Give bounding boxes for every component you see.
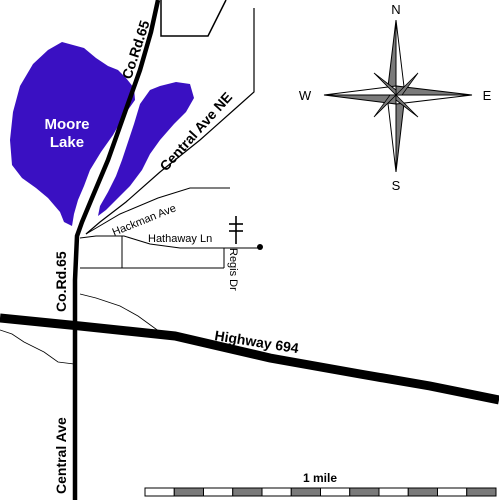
scale-bar [144,487,497,497]
scale-label: 1 mile [303,471,337,485]
scale-segment [144,487,175,497]
compass-east-label: E [483,88,492,103]
scale-segment [378,487,409,497]
compass-north-label: N [391,2,400,17]
lake-label-line2: Lake [50,134,84,151]
scale-segment [466,487,497,497]
scale-segment [349,487,380,497]
co-rd-65-south-label: Co.Rd.65 [53,251,69,312]
highway-694-road [0,313,499,405]
compass-west-label: W [299,88,312,103]
central-ave-ne-road [160,0,227,37]
scale-segment [407,487,438,497]
scale-segment [203,487,234,497]
hackman-ave-road [85,187,230,235]
scale-segment [261,487,292,497]
scale-segment [290,487,321,497]
co-rd-65-road [72,0,161,500]
scale-segment [320,487,351,497]
compass-south-label: S [392,178,401,193]
central-ave-label: Central Ave [53,417,69,494]
regis-dr-label: Regis Dr [227,248,239,291]
moore-lake-west [10,42,135,226]
moore-lake-east [98,82,194,216]
hathaway-ln-label: Hathaway Ln [148,233,212,245]
scale-segment [173,487,204,497]
church-cross-icon [229,216,243,244]
lake-label-line1: Moore [45,116,90,133]
scale-segment [437,487,468,497]
creek-line-east [79,293,161,333]
scale-segment [232,487,263,497]
location-dot-icon [257,244,263,250]
central-ave-ne-lower [85,8,255,235]
creek-line-west [0,329,75,365]
compass-rose [323,19,473,173]
